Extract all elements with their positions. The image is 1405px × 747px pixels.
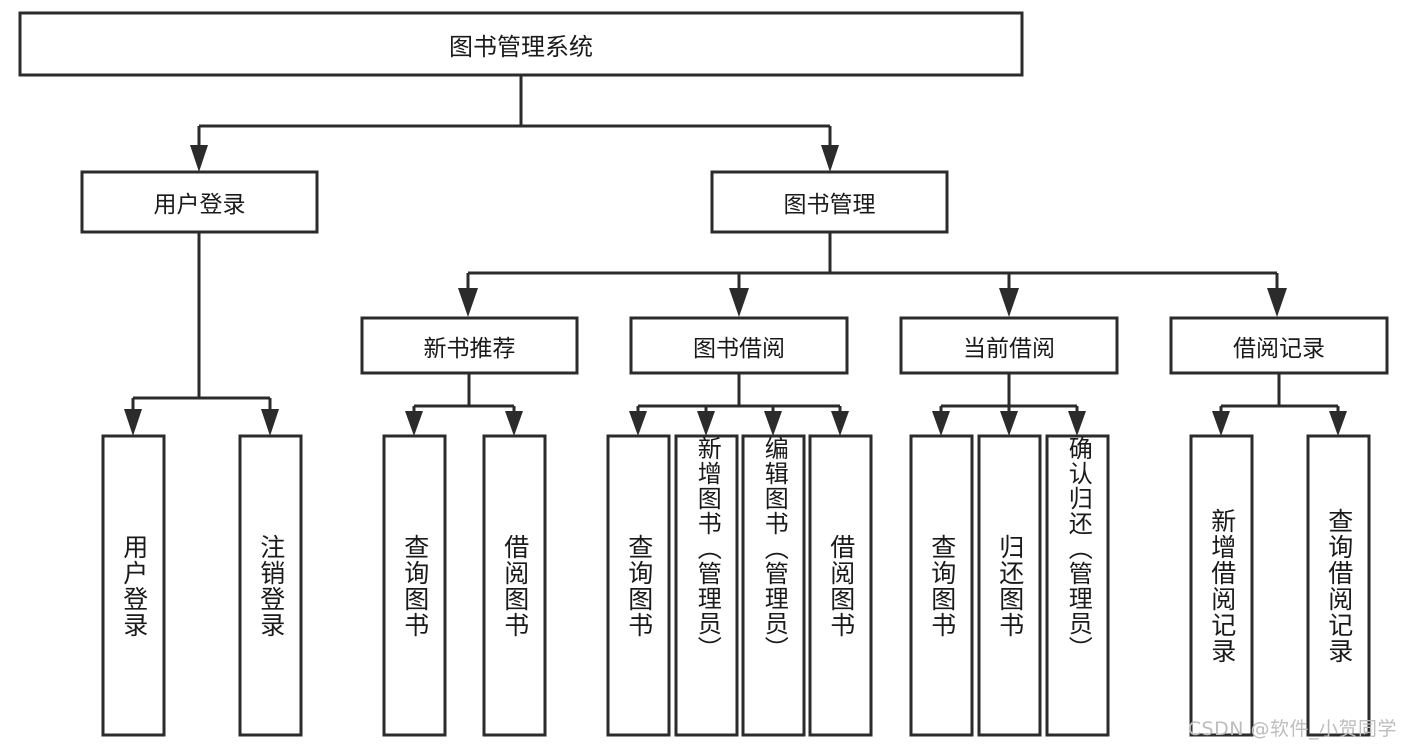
arrowhead-leaf-confirm-return (1068, 411, 1086, 436)
node-box-new-book-recommend[interactable] (360, 316, 579, 375)
node-box-current-borrow[interactable] (899, 316, 1119, 375)
node-box-leaf-edit-book[interactable] (741, 434, 806, 737)
connector-group-book-management-to-level3 (458, 232, 1287, 317)
connector-group-current-borrow-to-leaves (932, 373, 1086, 436)
node-box-book-borrow[interactable] (629, 316, 849, 375)
node-box-borrow-record[interactable] (1169, 316, 1389, 375)
arrowhead-leaf-add-record (1212, 411, 1230, 436)
arrowhead-current-borrow (999, 288, 1019, 317)
connector-group-book-borrow-to-leaves (629, 373, 849, 436)
watermark-text: CSDN @软件_小贺同学 (1187, 718, 1397, 740)
arrowhead-to-book-management (821, 145, 839, 172)
node-box-leaf-return-book[interactable] (977, 434, 1042, 737)
node-box-leaf-add-record[interactable] (1189, 434, 1254, 737)
node-box-leaf-add-book[interactable] (674, 434, 739, 737)
node-box-leaf-query-book-1[interactable] (382, 434, 447, 737)
node-box-leaf-borrow-book-2[interactable] (808, 434, 873, 737)
arrowhead-leaf-add-book (697, 411, 715, 436)
node-box-leaf-confirm-return[interactable] (1045, 434, 1110, 737)
arrowhead-leaf-query-book-1 (405, 411, 423, 436)
node-box-user-login[interactable] (80, 170, 319, 234)
connector-group-borrow-record-to-leaves (1212, 373, 1347, 436)
connector-group-user-login-to-leaves (124, 232, 279, 436)
arrowhead-leaf-query-book-2 (629, 411, 647, 436)
arrowhead-to-user-login (190, 145, 208, 172)
arrowhead-leaf-borrow-book-2 (831, 411, 849, 436)
arrowhead-leaf-query-book-3 (932, 411, 950, 436)
connector-group-root-to-level2 (190, 75, 839, 172)
node-box-leaf-query-book-3[interactable] (909, 434, 974, 737)
node-box-leaf-logout-login[interactable] (238, 434, 303, 737)
arrowhead-borrow-record (1267, 288, 1287, 317)
arrowhead-book-borrow (729, 288, 749, 317)
node-box-book-management[interactable] (710, 170, 949, 234)
node-box-root[interactable] (18, 11, 1024, 77)
arrowhead-leaf-borrow-book-1 (505, 411, 523, 436)
arrowhead-leaf-edit-book (764, 411, 782, 436)
node-box-leaf-borrow-book-1[interactable] (482, 434, 547, 737)
node-box-leaf-user-login[interactable] (101, 434, 166, 737)
node-box-leaf-query-record[interactable] (1306, 434, 1371, 737)
arrowhead-leaf-logout-login (261, 409, 279, 436)
connector-group-new-book-to-leaves (405, 373, 523, 436)
arrowhead-leaf-return-book (1000, 411, 1018, 436)
arrowhead-new-book-recommend (458, 288, 478, 317)
arrowhead-leaf-query-record (1329, 411, 1347, 436)
arrowhead-leaf-user-login (124, 409, 142, 436)
node-box-leaf-query-book-2[interactable] (606, 434, 671, 737)
